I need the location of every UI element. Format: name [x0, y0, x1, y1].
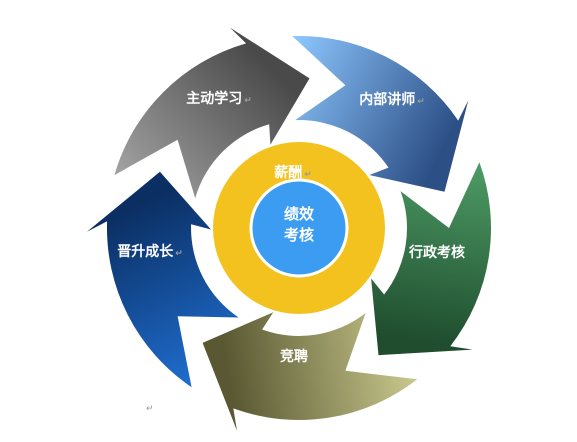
footer-return-mark: ↵ [146, 404, 154, 414]
ring-label-salary: 薪酬↵ [274, 164, 312, 181]
segment-label-promotion-growth: 晋升成长↵ [117, 243, 183, 260]
segment-label-competition: 竞聘 [280, 348, 308, 365]
segment-promotion-growth [87, 171, 239, 388]
performance-core [249, 178, 349, 278]
segment-label-active-learning: 主动学习↵ [186, 90, 252, 107]
segment-active-learning [114, 27, 310, 199]
segment-competition [202, 312, 418, 431]
segment-internal-lecturer [292, 35, 469, 192]
segment-label-admin-assessment: 行政考核 [408, 244, 465, 261]
segment-label-internal-lecturer: 内部讲师↵ [359, 91, 425, 108]
segment-admin-assessment [371, 162, 491, 356]
core-label-line2: 考核 [284, 226, 314, 244]
core-label-line1: 绩效 [284, 205, 315, 223]
